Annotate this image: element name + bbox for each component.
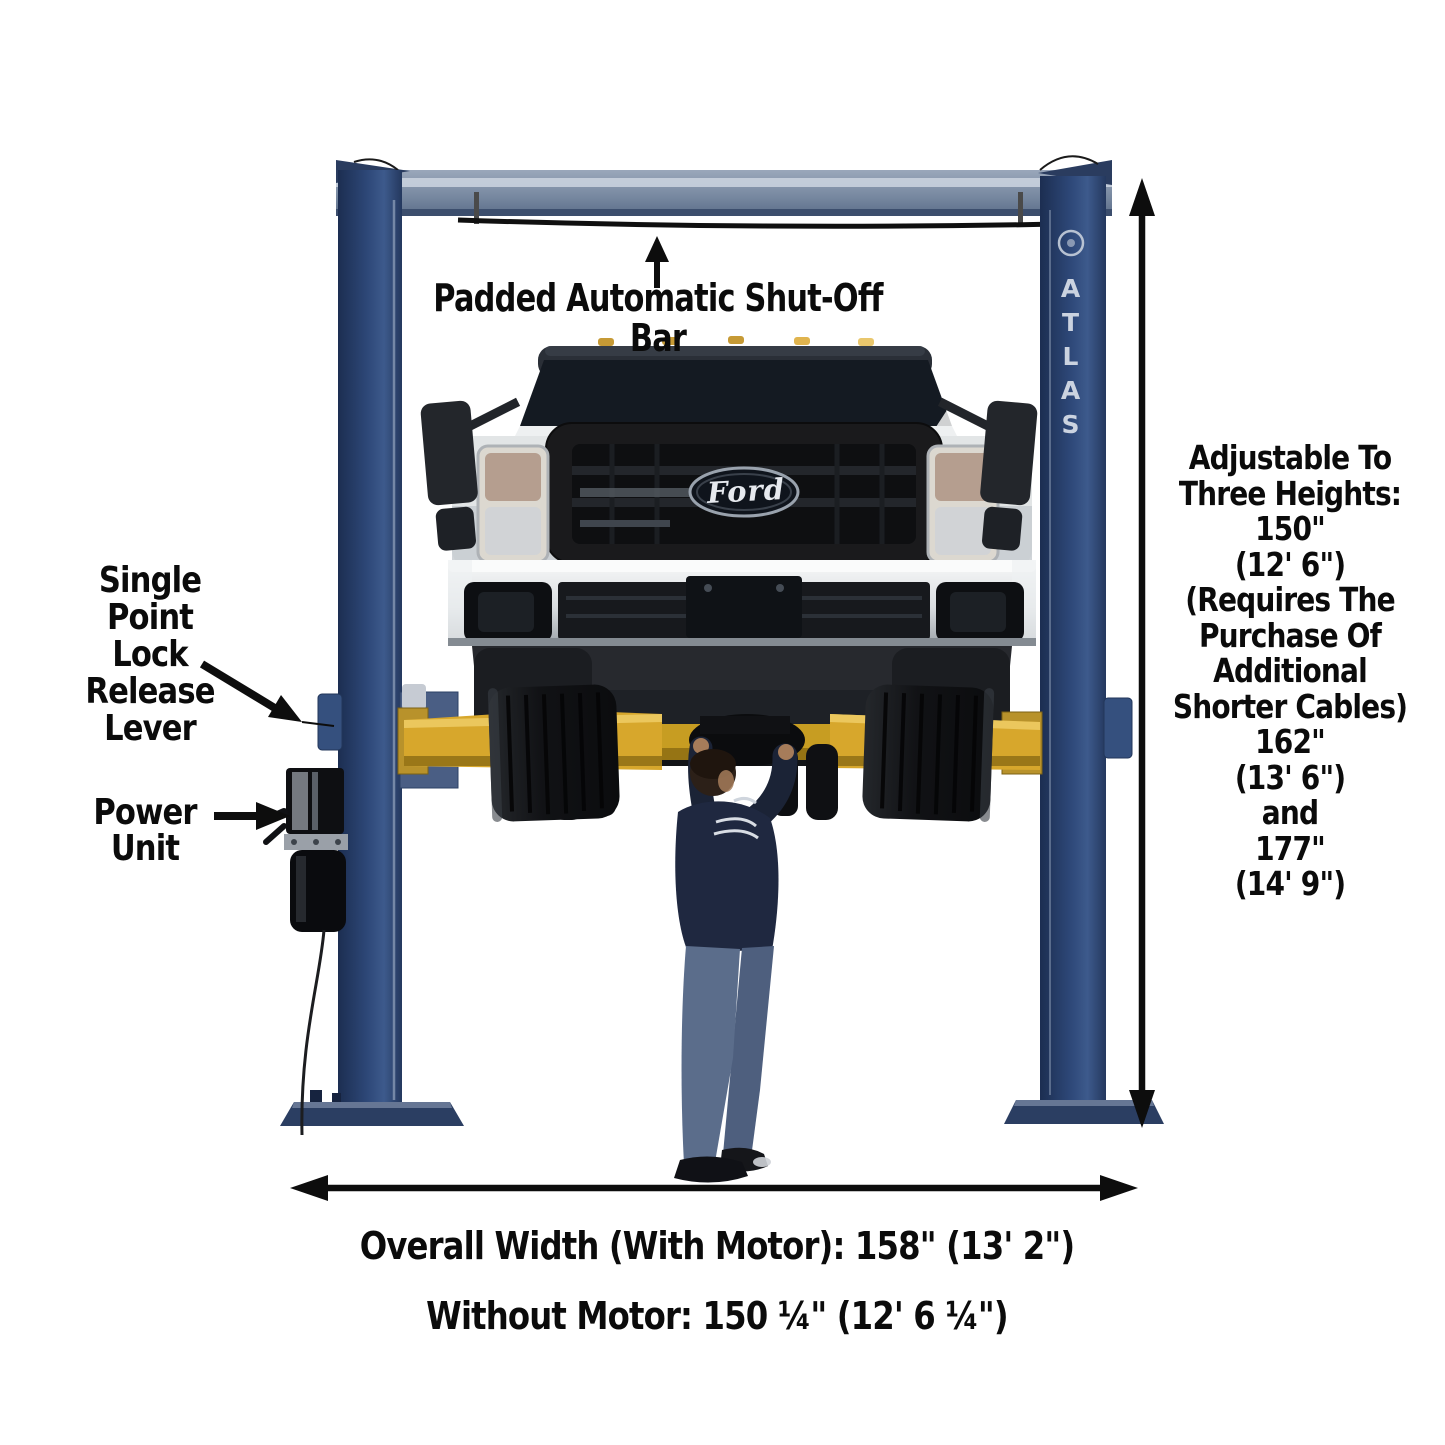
- left-headlight: [476, 444, 550, 564]
- right-front-tire: [862, 684, 995, 823]
- lock-release-label: Single Point Lock Release Lever: [85, 560, 215, 749]
- adjustable-heights-label: Adjustable To Three Heights: 150" (12' 6…: [1172, 438, 1408, 903]
- technician: [674, 736, 798, 1183]
- license-bracket: [686, 576, 802, 638]
- right-lock-tab: [1103, 697, 1133, 759]
- left-front-tire: [487, 684, 620, 823]
- height-dimension-arrow: [1129, 178, 1155, 1128]
- shutoff-bar-label: Padded Automatic Shut-Off Bar: [433, 276, 883, 361]
- lift-crossbar: [336, 155, 1112, 216]
- overall-width-label: Overall Width (With Motor): 158" (13' 2"…: [348, 1194, 1086, 1369]
- overall-width-line1: Overall Width (With Motor): 158" (13' 2"…: [359, 1224, 1075, 1268]
- shutoff-bar-arrow: [645, 236, 669, 288]
- technician-torso: [675, 801, 779, 952]
- right-headlight: [926, 444, 1000, 564]
- right-post: [1004, 176, 1164, 1124]
- left-post: [280, 170, 464, 1126]
- roof-marker-lights: [598, 336, 874, 346]
- power-unit-label: Power Unit: [93, 792, 197, 869]
- technician-legs: [681, 946, 740, 1168]
- right-tow-mirror: [937, 397, 1038, 551]
- windshield: [520, 360, 952, 426]
- left-tow-mirror: [420, 397, 521, 551]
- front-bumper: [448, 560, 1036, 646]
- truck: [397, 328, 1043, 823]
- width-dimension-arrow: [290, 1175, 1138, 1201]
- power-unit: [258, 768, 348, 1136]
- ford-oval-badge: [688, 466, 800, 518]
- shutoff-bar: [457, 192, 1063, 229]
- technician-shoe: [674, 1156, 748, 1183]
- power-cable: [300, 929, 326, 1136]
- ford-badge-text: Ford: [706, 471, 786, 511]
- overall-width-line2: Without Motor: 150 ¼" (12' 6 ¼"): [426, 1294, 1008, 1338]
- atlas-post-logo: ATLAS: [1056, 274, 1085, 444]
- power-unit-arrow: [214, 802, 290, 830]
- lock-release-arrow: [199, 660, 335, 727]
- lock-release-lever: [317, 693, 343, 751]
- atlas-emblem-icon: [1057, 229, 1085, 257]
- annotation-arrows: [199, 178, 1155, 1201]
